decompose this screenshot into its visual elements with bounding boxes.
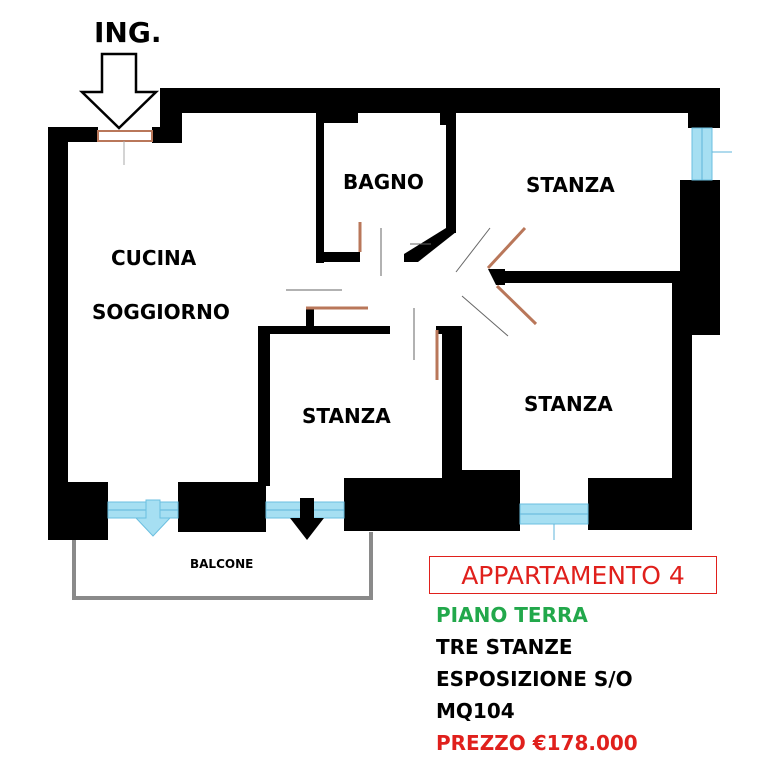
wall-bottom-3 — [344, 478, 520, 531]
wall-stanze-divider — [500, 271, 685, 283]
listing-rooms: TRE STANZE — [436, 635, 573, 659]
wall-right-lower — [672, 280, 692, 530]
wall-bottom-2 — [178, 482, 266, 532]
listing-floor: PIANO TERRA — [436, 603, 588, 627]
listing-price: PREZZO €178.000 — [436, 731, 638, 755]
wall-left — [48, 127, 68, 540]
listing-title-box: APPARTAMENTO 4 — [429, 556, 717, 594]
listing-exposure: ESPOSIZIONE S/O — [436, 667, 633, 691]
wall-right-room-bottom — [462, 470, 520, 482]
room-label-soggiorno: SOGGIORNO — [92, 300, 230, 324]
wall-bottom-1 — [48, 482, 108, 540]
window-details — [108, 128, 732, 540]
listing-area: MQ104 — [436, 699, 515, 723]
wall-top-left — [48, 127, 98, 142]
wall-center-right — [442, 326, 462, 482]
wall-bagno-left — [316, 113, 324, 263]
room-label-stanza-center: STANZA — [302, 404, 391, 428]
listing-title: APPARTAMENTO 4 — [461, 560, 685, 590]
wall-center-left — [258, 326, 270, 486]
wall-center-right-cap — [436, 326, 462, 334]
wall-bagno-left-top — [316, 113, 358, 123]
balcony-outline — [72, 532, 373, 600]
door-swing-lines — [286, 227, 509, 360]
room-label-balcone: BALCONE — [190, 557, 253, 571]
arrow-down-window-icon — [134, 499, 172, 537]
doors — [306, 222, 538, 380]
room-label-stanza-right: STANZA — [524, 392, 613, 416]
wall-bagno-right — [446, 113, 456, 233]
door-stanza-right — [495, 284, 538, 326]
wall-top — [160, 88, 720, 113]
wall-center-stub — [306, 308, 314, 334]
wall-bagno-diagonal — [404, 228, 456, 262]
wall-stanze-notch — [488, 269, 505, 285]
wall-center-top — [258, 326, 390, 334]
arrow-down-icon — [290, 498, 324, 540]
room-label-bagno: BAGNO — [343, 170, 424, 194]
room-label-stanza-top-right: STANZA — [526, 173, 615, 197]
door-stanza-top — [486, 226, 527, 270]
entrance-arrow-icon — [78, 52, 160, 130]
wall-top-right-end — [688, 88, 720, 128]
wall-bottom-4 — [588, 478, 692, 530]
entrance-door — [97, 130, 153, 142]
room-label-cucina: CUCINA — [111, 246, 197, 270]
walls — [48, 88, 720, 540]
entrance-label: ING. — [94, 16, 161, 49]
wall-bagno-bottom — [316, 252, 360, 262]
